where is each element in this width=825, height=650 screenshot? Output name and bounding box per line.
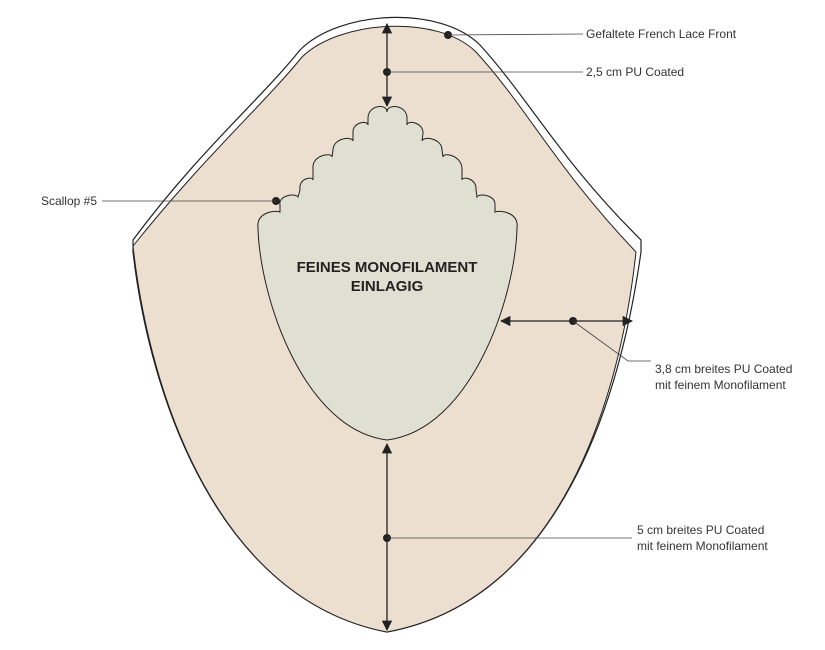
side-label-line2: mit feinem Monofilament (655, 378, 786, 392)
lace-front-leader (447, 33, 584, 36)
side-label-line1: 3,8 cm breites PU Coated (655, 362, 792, 376)
bottom-label-line2: mit feinem Monofilament (637, 539, 768, 553)
pu-top-label: 2,5 cm PU Coated (586, 65, 684, 79)
scallop-label: Scallop #5 (41, 194, 97, 208)
lace-front-label: Gefaltete French Lace Front (586, 27, 737, 41)
center-label-line1: FEINES MONOFILAMENT (297, 259, 478, 276)
center-label-line2: EINLAGIG (351, 278, 424, 295)
monofilament-center (257, 106, 518, 441)
side-leader (572, 320, 651, 362)
bottom-label-line1: 5 cm breites PU Coated (637, 523, 764, 537)
